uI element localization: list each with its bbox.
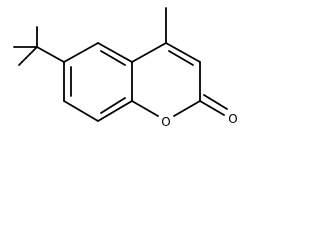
pyranone-ring (131, 42, 201, 117)
tert-butyl-group (13, 26, 65, 66)
bond-carbonyl-1 (199, 100, 225, 116)
carbonyl-group (199, 94, 228, 116)
bond-c8-c7 (63, 100, 99, 122)
bond-c8a-c8 (97, 100, 133, 122)
bond-carbonyl-2 (203, 94, 228, 110)
ring-oxygen-label: O (161, 115, 170, 129)
bond-c2-o1 (173, 100, 201, 117)
bond-c5-c4a (97, 42, 133, 63)
chemical-structure: O O (13, 7, 238, 129)
bond-c4a-c4 (131, 42, 167, 63)
bond-c8a-c8-inner (100, 97, 126, 114)
bond-c4-c3 (165, 42, 201, 63)
bond-c4-c3-inner (168, 50, 194, 66)
bond-c6-c5 (63, 42, 99, 63)
bond-tbu-methyl-bottom (18, 46, 38, 66)
benzene-ring (63, 42, 133, 122)
bond-o1-c8a (131, 100, 159, 117)
carbonyl-oxygen-label: O (228, 112, 237, 126)
bond-tbu-to-ring (36, 46, 65, 63)
bond-c5-c4a-inner (100, 50, 126, 66)
